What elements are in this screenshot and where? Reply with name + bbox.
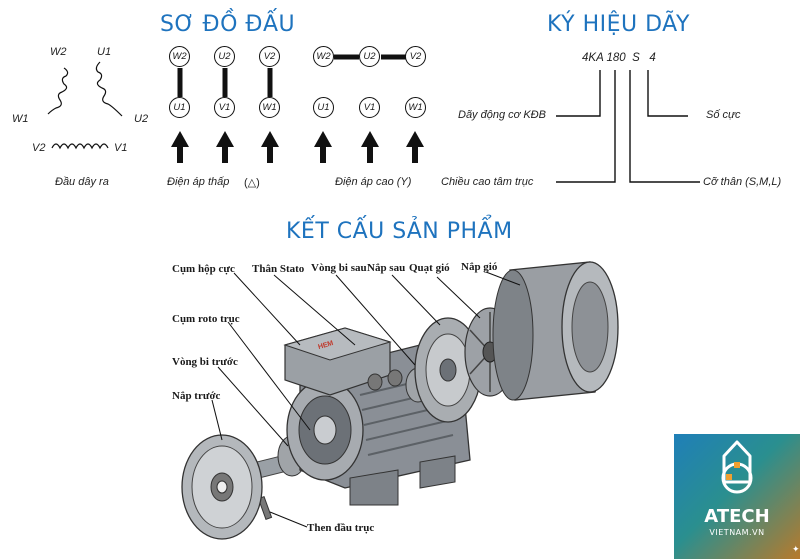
brand-domain: VIETNAM.VN xyxy=(709,528,765,537)
svg-text:✦: ✦ xyxy=(792,545,800,555)
arrow-icon xyxy=(171,131,189,163)
arrow-icon xyxy=(406,131,424,163)
arrow-icon xyxy=(361,131,379,163)
motor-illustration xyxy=(181,261,619,540)
delta-symbol: (△) xyxy=(244,177,260,189)
terminal-node: U2 xyxy=(359,46,380,67)
part-label-rotor-shaft: Cụm roto trục xyxy=(172,313,240,325)
terminal-node: V2 xyxy=(259,46,280,67)
designation-code: 4KA 180 S 4 xyxy=(582,52,656,64)
high-voltage-caption: Điện áp cao (Y) xyxy=(335,176,412,188)
low-voltage-caption: Điện áp thấp xyxy=(167,176,230,188)
winding-label-v1: V1 xyxy=(114,142,128,154)
part-label-shaft-key: Then đầu trục xyxy=(307,522,375,534)
brand-logo: ✦ ATECH VIETNAM.VN xyxy=(674,434,800,559)
part-leaders xyxy=(211,271,521,528)
rear-cover xyxy=(414,317,482,423)
part-label-stator: Thân Stato xyxy=(252,263,305,275)
front-cover xyxy=(181,434,263,540)
part-label-terminal-box: Cụm hộp cực xyxy=(172,263,235,275)
arrow-icon xyxy=(261,131,279,163)
winding-label-u1: U1 xyxy=(97,46,112,58)
winding-label-v2: V2 xyxy=(32,142,46,154)
part-label-front-cover: Nắp trước xyxy=(172,390,221,402)
winding-label-w2: W2 xyxy=(50,46,67,58)
designation-leaders xyxy=(556,70,700,183)
part-label-rear-cover: Nắp sau xyxy=(367,262,406,274)
terminal-node: V1 xyxy=(214,97,235,118)
wiring-title: SƠ ĐỒ ĐẤU xyxy=(160,12,296,37)
winding-caption: Đầu dây ra xyxy=(55,176,109,188)
terminal-node: U1 xyxy=(313,97,334,118)
part-label-fan: Quạt gió xyxy=(409,262,450,274)
part-label-fan-cover: Nắp gió xyxy=(461,261,498,273)
terminal-node: U1 xyxy=(169,97,190,118)
terminal-node: W1 xyxy=(259,97,280,118)
low-voltage-links xyxy=(177,68,273,97)
structure-title: KẾT CẤU SẢN PHẨM xyxy=(286,219,513,244)
designation-frame-size: Cỡ thân (S,M,L) xyxy=(703,176,782,188)
arrow-icon xyxy=(314,131,332,163)
arrow-icon xyxy=(216,131,234,163)
winding-label-u2: U2 xyxy=(134,113,149,125)
terminal-box xyxy=(283,327,403,396)
designation-shaft-height: Chiều cao tâm trục xyxy=(441,176,534,188)
winding-label-w1: W1 xyxy=(12,113,29,125)
terminal-node: W1 xyxy=(405,97,426,118)
terminal-node: W2 xyxy=(169,46,190,67)
fan-cover xyxy=(492,261,619,401)
designation-poles: Số cực xyxy=(706,109,741,121)
terminal-node: U2 xyxy=(214,46,235,67)
terminal-node: V2 xyxy=(405,46,426,67)
designation-motor-type: Dãy động cơ KĐB xyxy=(458,109,546,121)
terminal-node: V1 xyxy=(359,97,380,118)
brand-name: ATECH xyxy=(704,506,770,527)
designation-title: KÝ HIỆU DÃY xyxy=(547,12,690,37)
part-label-rear-bearing: Vòng bi sau xyxy=(311,262,367,274)
winding-coils xyxy=(47,61,123,150)
part-label-front-bearing: Vòng bi trước xyxy=(172,356,238,368)
supply-arrows xyxy=(171,131,424,163)
gear-icon: ✦ xyxy=(721,440,800,555)
terminal-node: W2 xyxy=(313,46,334,67)
